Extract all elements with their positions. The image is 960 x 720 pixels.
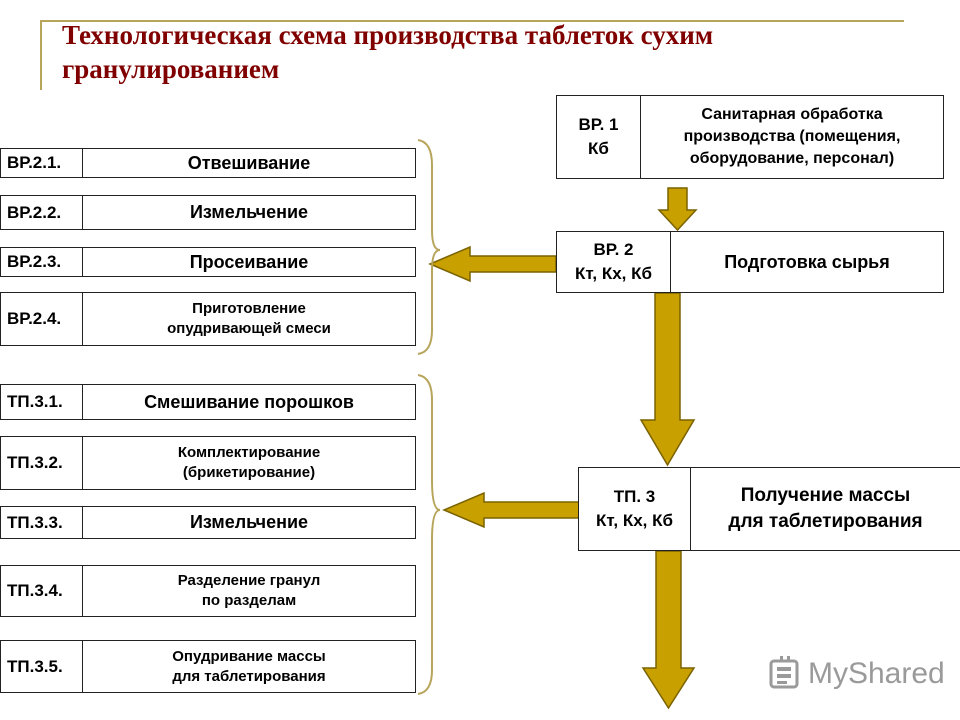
tp-item-label-line2: по разделам — [201, 592, 297, 609]
vr2-box: ВР. 2 Кт, Кх, Кб Подготовка сырья — [556, 231, 944, 293]
vr-item-4: ВР.2.4. Приготовление опудривающей смеси — [0, 292, 416, 346]
title-accent-line-vertical — [40, 20, 42, 90]
vr2-code: ВР. 2 Кт, Кх, Кб — [557, 232, 671, 292]
tp3-code-line2: Кт, Кх, Кб — [595, 511, 674, 530]
vr-item-label: Измельчение — [189, 202, 309, 222]
vr2-code-line1: ВР. 2 — [593, 240, 634, 259]
vr-item-label: Просеивание — [189, 251, 309, 272]
vr2-code-line2: Кт, Кх, Кб — [574, 264, 653, 283]
tp-item-label-line2: (брикетирование) — [182, 464, 316, 481]
vr1-label-line2: производства (помещения, — [683, 128, 901, 145]
tp-item-label: Смешивание порошков — [144, 391, 354, 412]
vr-item-code: ВР.2.2. — [1, 196, 83, 229]
vr-item-1: ВР.2.1. Отвешивание — [0, 148, 416, 178]
vr-item-label: Приготовление опудривающей смеси — [83, 293, 415, 345]
tp-item-code: ТП.3.5. — [1, 641, 83, 692]
tp-item-code: ТП.3.1. — [1, 385, 83, 419]
tp-item-label-line2: для таблетирования — [172, 667, 326, 685]
vr2-label: Подготовка сырья — [724, 252, 890, 272]
brace-vr-group — [417, 139, 441, 355]
tp-item-4: ТП.3.4. Разделение гранул по разделам — [0, 565, 416, 617]
tp-item-label-line1: Комплектирование — [177, 444, 321, 461]
tp3-code-line1: ТП. 3 — [613, 487, 656, 506]
vr-item-code: ВР.2.4. — [1, 293, 83, 345]
tp-item-label: Разделение гранул по разделам — [83, 566, 415, 616]
tp-item-label-line1: Опудривание массы — [172, 647, 326, 665]
brace-tp-group — [417, 374, 441, 695]
watermark: MyShared — [768, 655, 945, 693]
vr1-box: ВР. 1 Кб Санитарная обработка производст… — [556, 95, 944, 179]
arrow-left-vr2-group — [428, 245, 557, 283]
tp-item-2: ТП.3.2. Комплектирование (брикетирование… — [0, 436, 416, 490]
vr1-code-line2: Кб — [588, 139, 609, 158]
tp-item-1: ТП.3.1. Смешивание порошков — [0, 384, 416, 420]
tp3-label-line2: для таблетирования — [728, 511, 923, 532]
tp-item-label: Комплектирование (брикетирование) — [83, 437, 415, 489]
vr-item-label-line2: опудривающей смеси — [167, 320, 331, 337]
page-title: Технологическая схема производства табле… — [62, 20, 714, 84]
vr-item-code: ВР.2.3. — [1, 248, 83, 276]
title-accent-line — [40, 20, 904, 22]
vr-item-label-line1: Приготовление — [192, 300, 306, 317]
vr1-code-line1: ВР. 1 — [578, 115, 619, 134]
tp-item-label: Измельчение — [189, 512, 309, 532]
tp-item-label-line1: Разделение гранул — [177, 572, 321, 589]
tp3-label-line1: Получение массы — [740, 485, 911, 506]
slides-icon — [769, 656, 799, 689]
arrow-left-tp3-group — [442, 491, 581, 529]
arrow-down-vr2-tp3 — [639, 292, 696, 467]
tp-item-3: ТП.3.3. Измельчение — [0, 506, 416, 539]
vr-item-3: ВР.2.3. Просеивание — [0, 247, 416, 277]
tp-item-code: ТП.3.3. — [1, 507, 83, 538]
watermark-text: MyShared — [808, 657, 945, 690]
vr1-label-line1: Санитарная обработка — [701, 106, 883, 123]
vr-item-code: ВР.2.1. — [1, 149, 83, 177]
vr1-label: Санитарная обработка производства (помещ… — [641, 96, 943, 178]
tp-item-label: Опудривание массы для таблетирования — [83, 641, 415, 692]
tp3-code: ТП. 3 Кт, Кх, Кб — [579, 468, 691, 550]
tp-item-code: ТП.3.4. — [1, 566, 83, 616]
arrow-down-vr1-vr2 — [657, 187, 698, 232]
vr-item-2: ВР.2.2. Измельчение — [0, 195, 416, 230]
arrow-down-tp3-output — [641, 550, 696, 710]
vr1-code: ВР. 1 Кб — [557, 96, 641, 178]
tp-item-5: ТП.3.5. Опудривание массы для таблетиров… — [0, 640, 416, 693]
tp3-label: Получение массы для таблетирования — [691, 468, 960, 550]
vr1-label-line3: оборудование, персонал) — [689, 150, 895, 167]
tp-item-code: ТП.3.2. — [1, 437, 83, 489]
tp3-box: ТП. 3 Кт, Кх, Кб Получение массы для таб… — [578, 467, 960, 551]
vr-item-label: Отвешивание — [187, 152, 311, 173]
